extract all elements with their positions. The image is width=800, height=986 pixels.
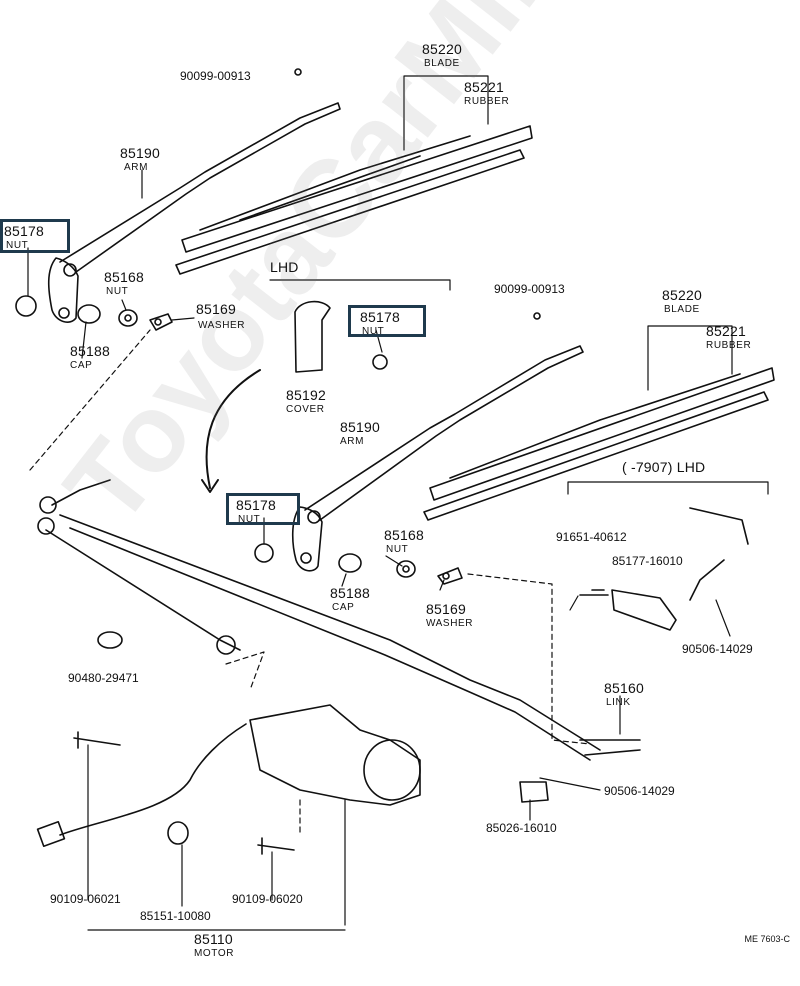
rubber-left-num: 85221 bbox=[464, 79, 504, 95]
part-spring-top: 90506-14029 bbox=[682, 642, 753, 656]
part-spring-bottom: 90506-14029 bbox=[604, 784, 675, 798]
part-grommet-motor: 85151-10080 bbox=[140, 909, 211, 923]
nut-3-highlight bbox=[226, 493, 300, 525]
wiper-blade-left bbox=[175, 125, 533, 275]
rubber-right-num: 85221 bbox=[706, 323, 746, 339]
nut-1-num: 85178 bbox=[4, 223, 44, 239]
cap-left-num: 85188 bbox=[70, 343, 110, 359]
nut-3-sub: NUT bbox=[238, 514, 261, 525]
part-clip: 85026-16010 bbox=[486, 821, 557, 835]
wiper-linkage bbox=[37, 479, 641, 761]
nut-168-right-sub: NUT bbox=[386, 544, 409, 555]
nut-168-left-num: 85168 bbox=[104, 269, 144, 285]
washer-right-num: 85169 bbox=[426, 601, 466, 617]
blade-right-sub: BLADE bbox=[664, 304, 700, 315]
wiper-arm-right bbox=[291, 345, 584, 572]
lhd-range-label: ( -7907) LHD bbox=[622, 459, 706, 475]
wiper-motor bbox=[36, 704, 421, 848]
cover-sub: COVER bbox=[286, 404, 325, 415]
link-num: 85160 bbox=[604, 680, 644, 696]
part-screw-top-right: 90099-00913 bbox=[494, 282, 565, 296]
arm-right-num: 85190 bbox=[340, 419, 380, 435]
diagram-code: ME 7603-C bbox=[744, 934, 790, 944]
nut-168-right-num: 85168 bbox=[384, 527, 424, 543]
washer-right-sub: WASHER bbox=[426, 618, 474, 629]
nut-3-num: 85178 bbox=[236, 497, 276, 513]
nut-2-num: 85178 bbox=[360, 309, 400, 325]
arm-left-num: 85190 bbox=[120, 145, 160, 161]
part-screw-top-left: 90099-00913 bbox=[180, 69, 251, 83]
cap-right-sub: CAP bbox=[332, 602, 355, 613]
nut-2-sub: NUT bbox=[362, 326, 385, 337]
washer-left-num: 85169 bbox=[196, 301, 236, 317]
part-bolt-91651: 91651-40612 bbox=[556, 530, 627, 544]
link-sub: LINK bbox=[606, 697, 631, 708]
blade-left-num: 85220 bbox=[422, 41, 462, 57]
rubber-right-sub: RUBBER bbox=[706, 340, 752, 351]
part-grommet: 90480-29471 bbox=[68, 671, 139, 685]
lhd-label: LHD bbox=[270, 259, 299, 275]
motor-sub: MOTOR bbox=[194, 948, 235, 959]
rubber-left-sub: RUBBER bbox=[464, 96, 510, 107]
cap-left-sub: CAP bbox=[70, 360, 93, 371]
blade-right-num: 85220 bbox=[662, 287, 702, 303]
part-bolt-left: 90109-06021 bbox=[50, 892, 121, 906]
cap-right-num: 85188 bbox=[330, 585, 370, 601]
cover-num: 85192 bbox=[286, 387, 326, 403]
arm-right-sub: ARM bbox=[340, 436, 365, 447]
nut-85178-1 bbox=[15, 295, 37, 317]
arm-left-sub: ARM bbox=[124, 162, 149, 173]
nut-168-left-sub: NUT bbox=[106, 286, 129, 297]
blade-left-sub: BLADE bbox=[424, 58, 460, 69]
washer-left-sub: WASHER bbox=[198, 320, 246, 331]
wiper-arm-left bbox=[47, 102, 341, 323]
nut-2-highlight bbox=[348, 305, 426, 337]
nut-1-highlight bbox=[0, 219, 70, 253]
wiper-blade-right bbox=[423, 367, 775, 521]
nut-1-sub: NUT bbox=[6, 240, 29, 251]
part-bracket-85177: 85177-16010 bbox=[612, 554, 683, 568]
part-bolt-right: 90109-06020 bbox=[232, 892, 303, 906]
motor-num: 85110 bbox=[194, 931, 233, 947]
